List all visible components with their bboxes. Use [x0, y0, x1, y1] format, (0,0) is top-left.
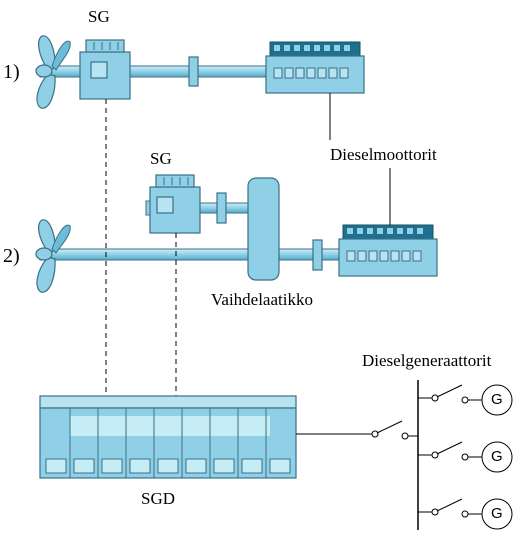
- generator-1-symbol: [481, 384, 513, 416]
- label-dieselmoottorit: Dieselmoottorit: [330, 145, 437, 164]
- label-sg-top: SG: [88, 7, 110, 26]
- generator-3-symbol: [481, 498, 513, 530]
- flange-2: [312, 239, 323, 271]
- gearbox: [247, 177, 280, 281]
- label-sgd: SGD: [141, 489, 176, 508]
- propeller-2: [35, 219, 71, 293]
- shaft-generator-2: [145, 174, 251, 234]
- propeller-1: [35, 35, 71, 109]
- generator-branch-2: [418, 441, 482, 461]
- generator-2-label: G: [491, 448, 503, 465]
- shaft-1: [39, 65, 273, 78]
- generator-branch-3: [418, 498, 482, 518]
- label-dieselgeneraattorit: Dieselgeneraattorit: [362, 351, 492, 370]
- shaft-generator-1: [79, 39, 131, 100]
- generator-2-symbol: [481, 441, 513, 473]
- label-vaihdelaatikko: Vaihdelaatikko: [211, 290, 313, 309]
- shaft-2: [39, 248, 346, 261]
- generator-3-label: G: [491, 505, 503, 522]
- main-breaker: [296, 420, 418, 440]
- flange-1: [188, 56, 199, 87]
- switchboard-sgd: [39, 395, 297, 479]
- label-sg-mid: SG: [150, 149, 172, 168]
- label-row-1: 1): [3, 61, 20, 83]
- generator-branch-1: [418, 384, 482, 404]
- generator-1-label: G: [491, 391, 503, 408]
- diesel-engine-1: [265, 41, 365, 94]
- diesel-engine-2: [338, 224, 438, 277]
- label-row-2: 2): [3, 245, 20, 267]
